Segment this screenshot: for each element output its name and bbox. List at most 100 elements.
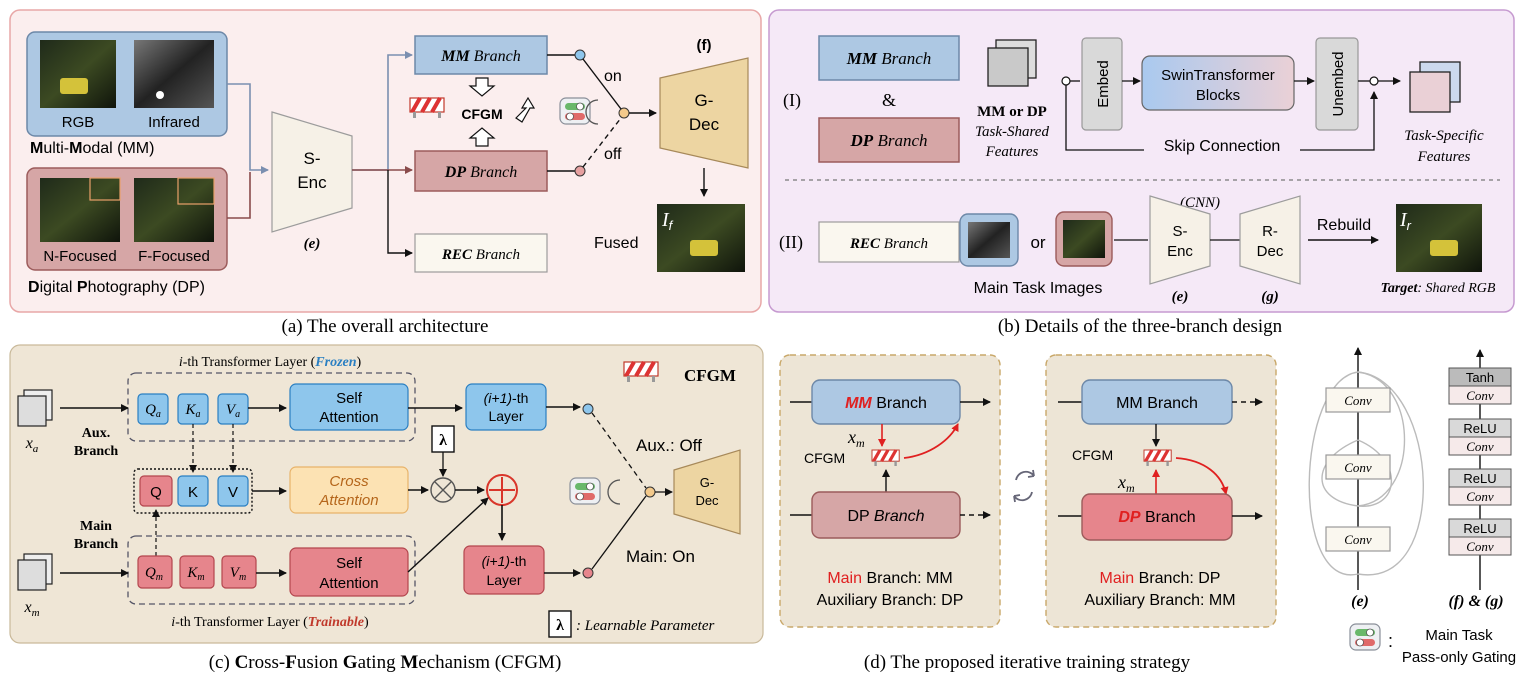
d-right-mm-label: MM Branch	[1116, 395, 1198, 412]
swin-blocks	[1141, 55, 1295, 111]
f-tag: (f)	[697, 37, 712, 54]
e-dense-link-right-2	[1357, 371, 1424, 576]
xm-label: xm	[23, 599, 39, 619]
rec-branch-label: REC Branch	[441, 247, 520, 263]
d-right-xm: xm	[1117, 472, 1135, 495]
vm-label: Vm	[230, 565, 246, 583]
aux-next-layer-label-1: (i+1)-th	[484, 390, 529, 406]
main-task-images-label: Main Task Images	[974, 280, 1103, 297]
panel-a: RGB Infrared Multi-Modal (MM) N-Focused …	[9, 9, 762, 337]
panel-d: MM Branch xm CFGM DP Branch Main Branch:…	[779, 354, 1277, 673]
main-task-image-dp-photo	[1063, 220, 1105, 258]
swin-label-1: SwinTransformer	[1161, 67, 1275, 84]
fg-conv-1	[1448, 385, 1512, 405]
d-right-dp-label: DP Branch	[1118, 509, 1195, 526]
k-token	[177, 475, 209, 507]
dp-branch-label: DP Branch	[444, 164, 517, 181]
e-dense-link-left-1	[1321, 439, 1359, 507]
km-label: Km	[186, 565, 204, 583]
q-label: Q	[150, 484, 162, 501]
fused-image-car	[690, 240, 718, 256]
aux-switch-node	[582, 403, 594, 415]
e-conv-2-label: Conv	[1344, 460, 1372, 475]
main-next-layer-label-1: (i+1)-th	[482, 553, 527, 569]
frozen-layer-label: i-th Transformer Layer (Frozen)	[179, 355, 362, 370]
rec-branch-box	[414, 233, 548, 273]
qm-label: Qm	[145, 565, 163, 583]
fg-relu-3-label: ReLU	[1463, 521, 1496, 536]
mm-branch-label: MM Branch	[440, 48, 521, 65]
panel-b: (I) MM Branch & DP Branch MM or DP Task-…	[768, 9, 1515, 337]
qa-label: Qa	[145, 402, 161, 420]
aux-off-switch-line	[591, 412, 647, 489]
target-image-car	[1430, 240, 1458, 256]
c-merge-node	[644, 486, 656, 498]
e-conv-1	[1325, 387, 1391, 413]
b-dp-branch-label: DP Branch	[850, 131, 928, 150]
gdec-block	[659, 57, 749, 169]
fg-conv-2	[1448, 436, 1512, 456]
embed-label: Embed	[1095, 60, 1112, 108]
mm-switch-node	[574, 49, 586, 61]
ffocused-label: F-Focused	[138, 248, 210, 265]
b-rec-branch-label: REC Branch	[849, 236, 928, 252]
senc-label-1: S-	[304, 149, 321, 168]
fg-conv-4	[1448, 536, 1512, 556]
senc-tag: (e)	[304, 236, 321, 252]
main-branch-label-1: Main	[80, 519, 112, 534]
rdec-label-2: Dec	[1257, 243, 1284, 260]
down-hollow-arrow-icon	[468, 77, 496, 97]
cnn-label: (CNN)	[1180, 195, 1220, 211]
skip-connection-label: Skip Connection	[1164, 138, 1281, 155]
main-self-attention-label-2: Attention	[319, 575, 378, 592]
trainable-layer-box	[127, 535, 416, 605]
switch-merge-node	[618, 107, 630, 119]
row-2-label: (II)	[779, 232, 803, 253]
e-conv-1-label: Conv	[1344, 393, 1372, 408]
gdec-label-2: Dec	[689, 115, 720, 134]
gdec-label-1: G-	[695, 91, 714, 110]
infrared-image	[134, 40, 214, 108]
lambda-label: λ	[439, 432, 447, 449]
on-switch-line	[582, 58, 622, 110]
skip-right-arrow	[1300, 91, 1378, 151]
fused-label: Fused	[594, 235, 638, 252]
d-right-dp-branch	[1081, 493, 1233, 541]
legend-gating-toggle-icon	[1349, 623, 1381, 651]
cfgm-label: CFGM	[461, 106, 502, 122]
fused-image	[657, 204, 745, 272]
xa-label: xa	[25, 435, 39, 455]
rgb-label: RGB	[62, 114, 95, 131]
on-label: on	[604, 68, 622, 85]
if-label: If	[661, 209, 674, 233]
task-shared-label-2: Features	[985, 144, 1039, 160]
unembed-block	[1315, 37, 1359, 131]
fg-relu-1-label: ReLU	[1463, 421, 1496, 436]
mm-or-dp-label: MM or DP	[977, 104, 1047, 120]
rebuild-label: Rebuild	[1317, 217, 1371, 234]
aux-self-attention-label-2: Attention	[319, 409, 378, 426]
fg-conv-4-label: Conv	[1466, 539, 1494, 554]
ffocused-image	[134, 178, 214, 242]
panel-b-caption: (b) Details of the three-branch design	[998, 316, 1283, 337]
va-label: Va	[226, 402, 240, 420]
aux-self-attention-label-1: Self	[336, 390, 363, 407]
cross-qkv-group	[133, 468, 253, 514]
d-left-xm: xm	[847, 427, 865, 450]
panel-e: Conv Conv Conv (e)	[1308, 347, 1424, 610]
fg-conv-3-label: Conv	[1466, 489, 1494, 504]
main-next-layer	[463, 545, 545, 595]
main-task-image-mm-photo	[968, 222, 1010, 258]
b-mm-branch-label: MM Branch	[846, 49, 932, 68]
mm-to-senc-arrow	[227, 83, 269, 174]
d-right-main-label: Main Branch: DP	[1100, 570, 1221, 587]
d-left-dp-label: DP Branch	[847, 508, 924, 525]
c-cfgm-title: CFGM	[684, 366, 736, 385]
legend-gating-colon: :	[1388, 631, 1393, 651]
fg-relu-2-label: ReLU	[1463, 471, 1496, 486]
b-senc-label-1: S-	[1173, 223, 1188, 240]
b-senc-label-2: Enc	[1167, 243, 1193, 260]
skip-left-line	[1065, 85, 1144, 151]
up-hollow-arrow-icon	[468, 127, 496, 147]
b-rec-branch-box	[818, 221, 960, 263]
